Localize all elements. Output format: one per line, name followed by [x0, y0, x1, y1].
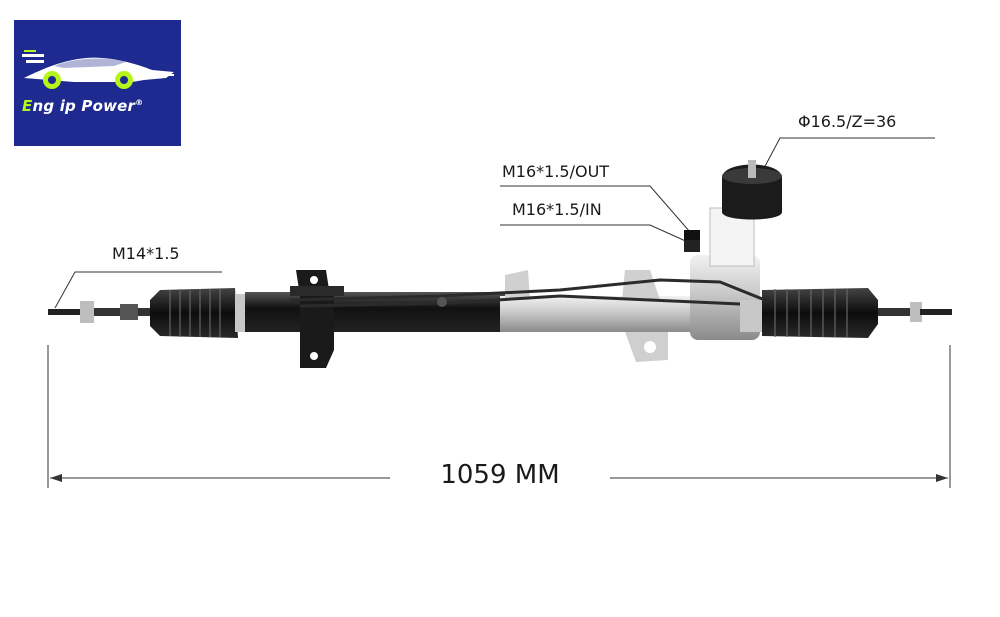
left-nut — [80, 301, 94, 323]
brand-name: Eng ip Power® — [22, 97, 182, 115]
port-out-label: M16*1.5/OUT — [502, 162, 610, 181]
left-tie-rod — [48, 309, 88, 315]
pinion-spec-label: Φ16.5/Z=36 — [798, 112, 897, 131]
brand-logo: Eng ip Power® — [14, 20, 181, 146]
dimension-lines — [47, 345, 951, 488]
car-logo-icon — [22, 50, 174, 89]
tie-rod-thread-label: M14*1.5 — [112, 244, 180, 263]
leader-lines — [54, 137, 935, 309]
overall-length-label: 1059 MM — [440, 460, 560, 490]
pinion-shaft — [748, 160, 756, 178]
right-boot — [762, 288, 878, 338]
arrow-right-icon — [936, 474, 948, 482]
brand-initial: E — [22, 97, 33, 115]
arrow-left-icon — [50, 474, 62, 482]
right-nut — [910, 302, 922, 322]
registered-mark: ® — [135, 98, 144, 107]
port-in — [684, 240, 700, 252]
port-in-label: M16*1.5/IN — [512, 200, 602, 219]
brand-rest: ng ip Power — [32, 97, 136, 115]
left-boot — [150, 288, 238, 338]
right-tie-rod — [878, 308, 918, 316]
